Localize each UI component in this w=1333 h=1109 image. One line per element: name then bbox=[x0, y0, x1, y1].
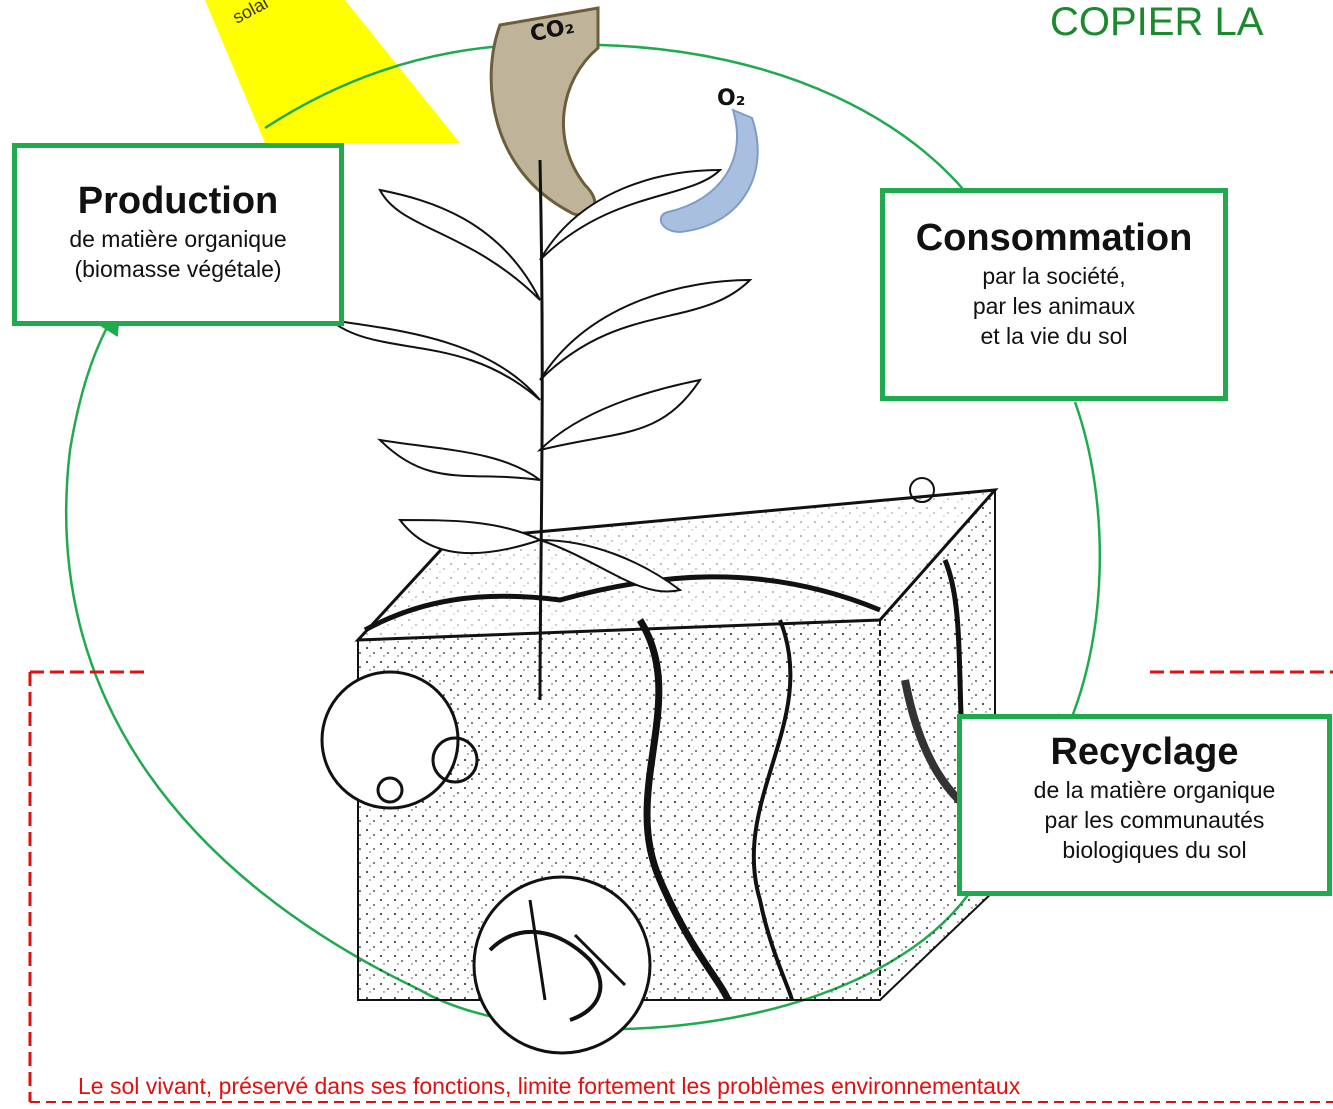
footer-message: Le sol vivant, préservé dans ses fonctio… bbox=[30, 1073, 1333, 1100]
consommation-box: Consommation par la société, par les ani… bbox=[880, 188, 1228, 401]
production-title: Production bbox=[17, 178, 339, 224]
recyclage-line: biologiques du sol bbox=[962, 835, 1327, 865]
consommation-line: par la société, bbox=[885, 261, 1223, 291]
recyclage-line: de la matière organique bbox=[962, 775, 1327, 805]
consommation-line: et la vie du sol bbox=[885, 321, 1223, 351]
soil-block-illustration bbox=[322, 478, 995, 1053]
page-title-partial: COPIER LA bbox=[1050, 0, 1263, 45]
production-line: de matière organique bbox=[17, 224, 339, 254]
production-line: (biomasse végétale) bbox=[17, 254, 339, 284]
magnifier-microorganisms bbox=[474, 877, 650, 1053]
magnifier-arthropods bbox=[322, 672, 458, 808]
cycle-arrow-to-recyclage bbox=[1062, 402, 1100, 740]
consommation-title: Consommation bbox=[885, 215, 1223, 261]
cycle-arrow-to-production bbox=[70, 310, 117, 450]
recyclage-title: Recyclage bbox=[962, 729, 1327, 775]
recyclage-box: Recyclage de la matière organique par le… bbox=[957, 714, 1332, 896]
recyclage-line: par les communautés bbox=[962, 805, 1327, 835]
production-box: Production de matière organique (biomass… bbox=[12, 143, 344, 326]
consommation-line: par les animaux bbox=[885, 291, 1223, 321]
o2-label: O₂ bbox=[717, 86, 745, 111]
